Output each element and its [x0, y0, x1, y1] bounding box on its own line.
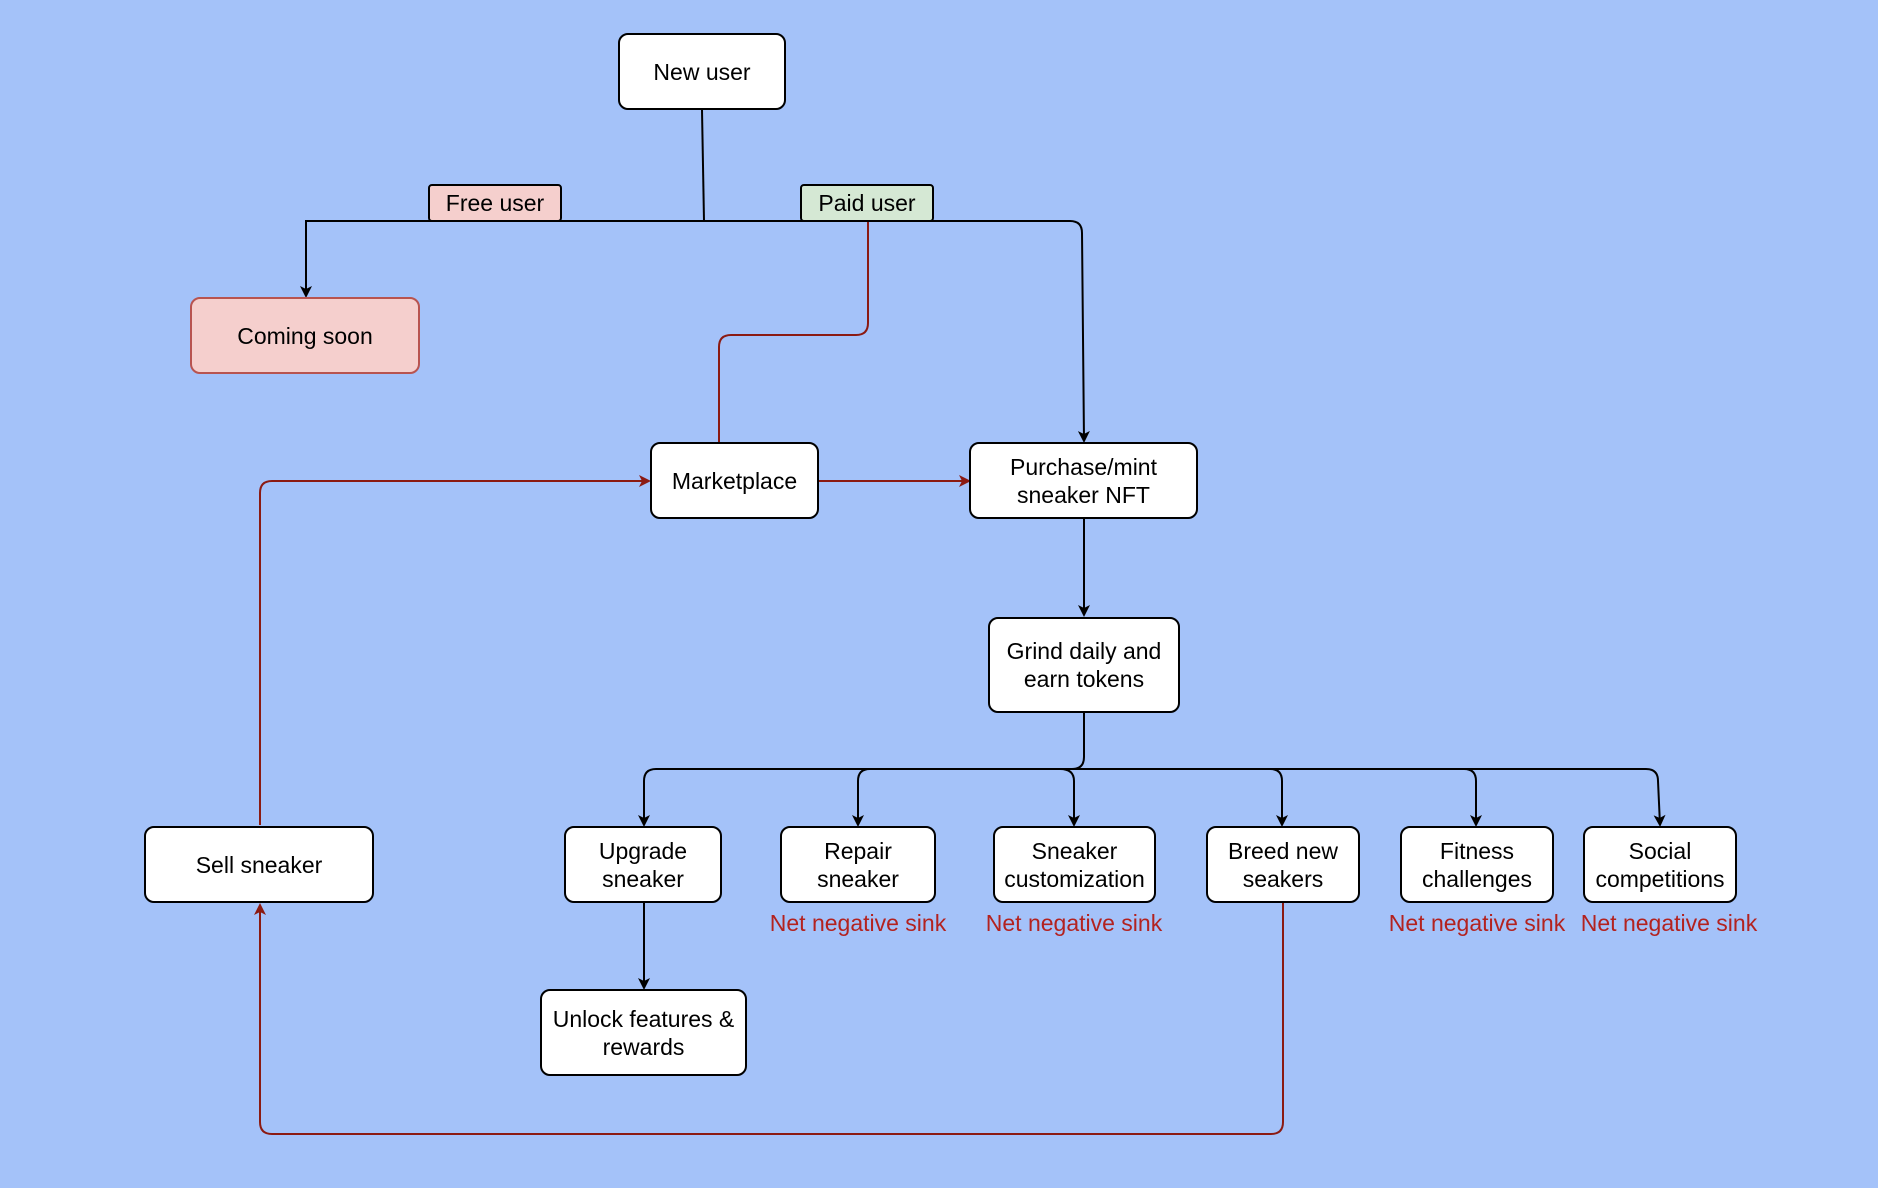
node-coming-soon: Coming soon — [190, 297, 420, 374]
node-purchase-mint: Purchase/mint sneaker NFT — [969, 442, 1198, 519]
node-grind-line1: Grind daily and — [1006, 638, 1162, 664]
node-purchase-mint-line2: sneaker NFT — [1017, 481, 1150, 508]
edge-sell-to-marketplace — [259, 475, 651, 825]
edge-to-coming-soon — [300, 220, 704, 298]
node-grind-line2: earn tokens — [1023, 666, 1145, 692]
node-upgrade-line1: Upgrade — [598, 837, 688, 864]
edge-new-user-trunk — [701, 109, 705, 222]
edge-breed-to-sell — [254, 902, 1284, 1135]
node-repair-line2: sneaker — [817, 865, 899, 892]
node-breed-new: Breed new seakers — [1206, 826, 1360, 903]
node-upgrade-sneaker: Upgrade sneaker — [564, 826, 722, 903]
free-user-label: Free user — [428, 184, 562, 222]
node-unlock-features: Unlock features & rewards — [540, 989, 747, 1076]
note-customization-sink: Net negative sink — [985, 910, 1163, 936]
node-breed-line2: seakers — [1242, 865, 1324, 892]
node-customization-line2: customization — [1004, 865, 1145, 892]
node-grind: Grind daily and earn tokens — [988, 617, 1180, 713]
node-marketplace: Marketplace — [650, 442, 819, 519]
node-social-line2: competitions — [1595, 865, 1725, 892]
node-fitness-challenges: Fitness challenges — [1400, 826, 1554, 903]
node-repair-line1: Repair — [824, 837, 892, 864]
node-fitness-line2: challenges — [1422, 865, 1532, 892]
note-repair-sink: Net negative sink — [769, 910, 947, 936]
note-fitness-sink: Net negative sink — [1388, 910, 1566, 936]
edge-to-social — [1464, 768, 1666, 827]
node-purchase-mint-line1: Purchase/mint — [1009, 453, 1157, 480]
node-sneaker-customization: Sneaker customization — [993, 826, 1156, 903]
paid-user-label: Paid user — [800, 184, 934, 222]
edge-to-upgrade — [638, 768, 1072, 827]
node-social-competitions: Social competitions — [1583, 826, 1737, 903]
node-social-line1: Social — [1628, 837, 1692, 864]
edge-grind-trunk — [1071, 713, 1085, 770]
edge-to-fitness — [1270, 768, 1482, 827]
node-new-user: New user — [618, 33, 786, 110]
edge-paid-to-marketplace — [718, 221, 869, 443]
node-fitness-line1: Fitness — [1439, 837, 1515, 864]
node-breed-line1: Breed new — [1228, 837, 1338, 864]
node-customization-line1: Sneaker — [1031, 837, 1118, 864]
node-upgrade-line2: sneaker — [602, 865, 684, 892]
node-unlock-line2: rewards — [602, 1033, 685, 1060]
edge-to-customization — [1059, 768, 1080, 827]
edge-to-repair — [852, 768, 871, 827]
node-unlock-line1: Unlock features & — [552, 1005, 735, 1032]
note-social-sink: Net negative sink — [1580, 910, 1758, 936]
edge-to-breed — [1072, 768, 1288, 827]
node-sell-sneaker: Sell sneaker — [144, 826, 374, 903]
edge-to-purchase-mint — [704, 220, 1090, 443]
node-repair-sneaker: Repair sneaker — [780, 826, 936, 903]
